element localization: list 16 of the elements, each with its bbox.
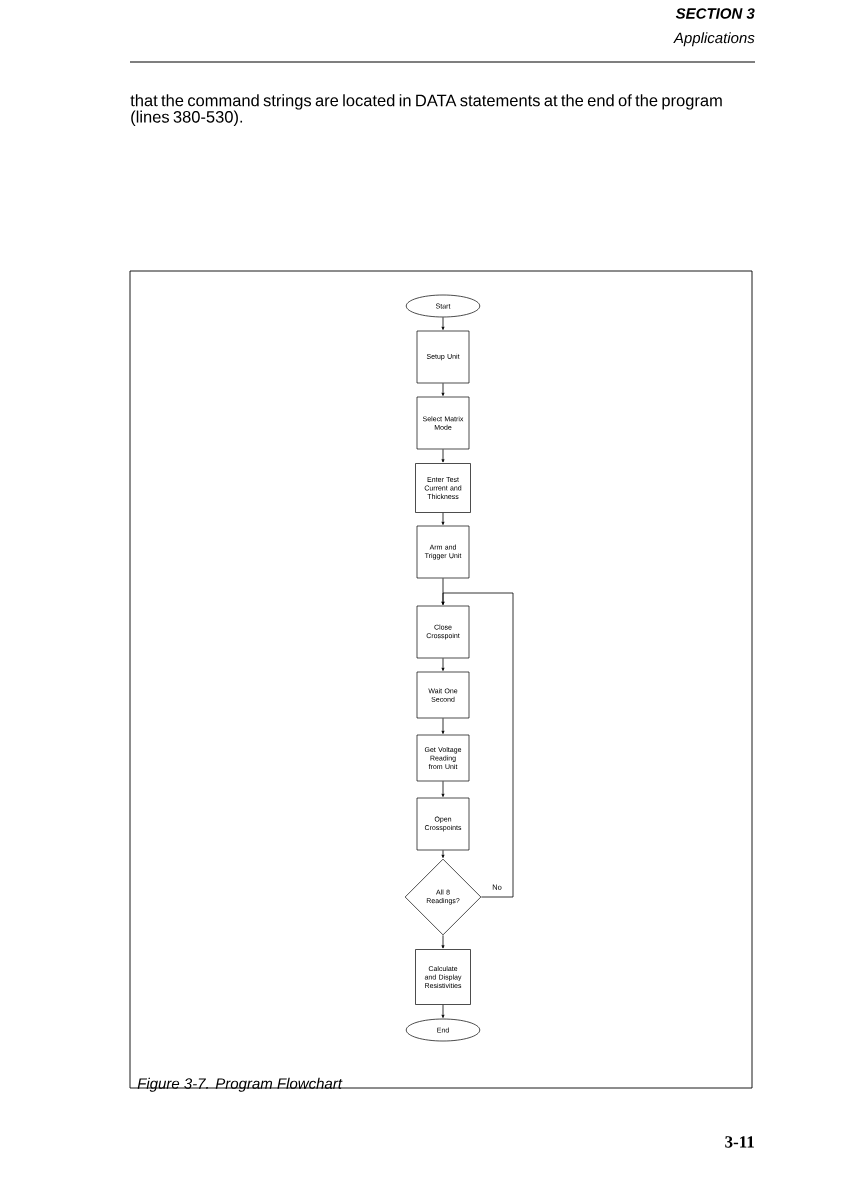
loop-arrow [441, 592, 514, 898]
arrow [441, 717, 445, 734]
arrow [441, 382, 445, 396]
arrow [441, 849, 445, 858]
body-paragraph: that the command strings are located in DATA statements at the end of the program (lines 380-530). [130, 94, 722, 126]
page-number: 3-11 [725, 1136, 754, 1148]
arrow [441, 1004, 445, 1018]
arrow [441, 512, 445, 525]
arrow [441, 934, 445, 949]
figure-caption: Figure 3-7. Program Flowchart [137, 1077, 343, 1092]
arrow [441, 316, 445, 330]
arrow [441, 657, 445, 671]
section-heading: SECTION 3 [675, 8, 755, 19]
arrow [441, 448, 445, 463]
arrow [441, 780, 445, 797]
chapter-title: Applications [673, 32, 755, 47]
